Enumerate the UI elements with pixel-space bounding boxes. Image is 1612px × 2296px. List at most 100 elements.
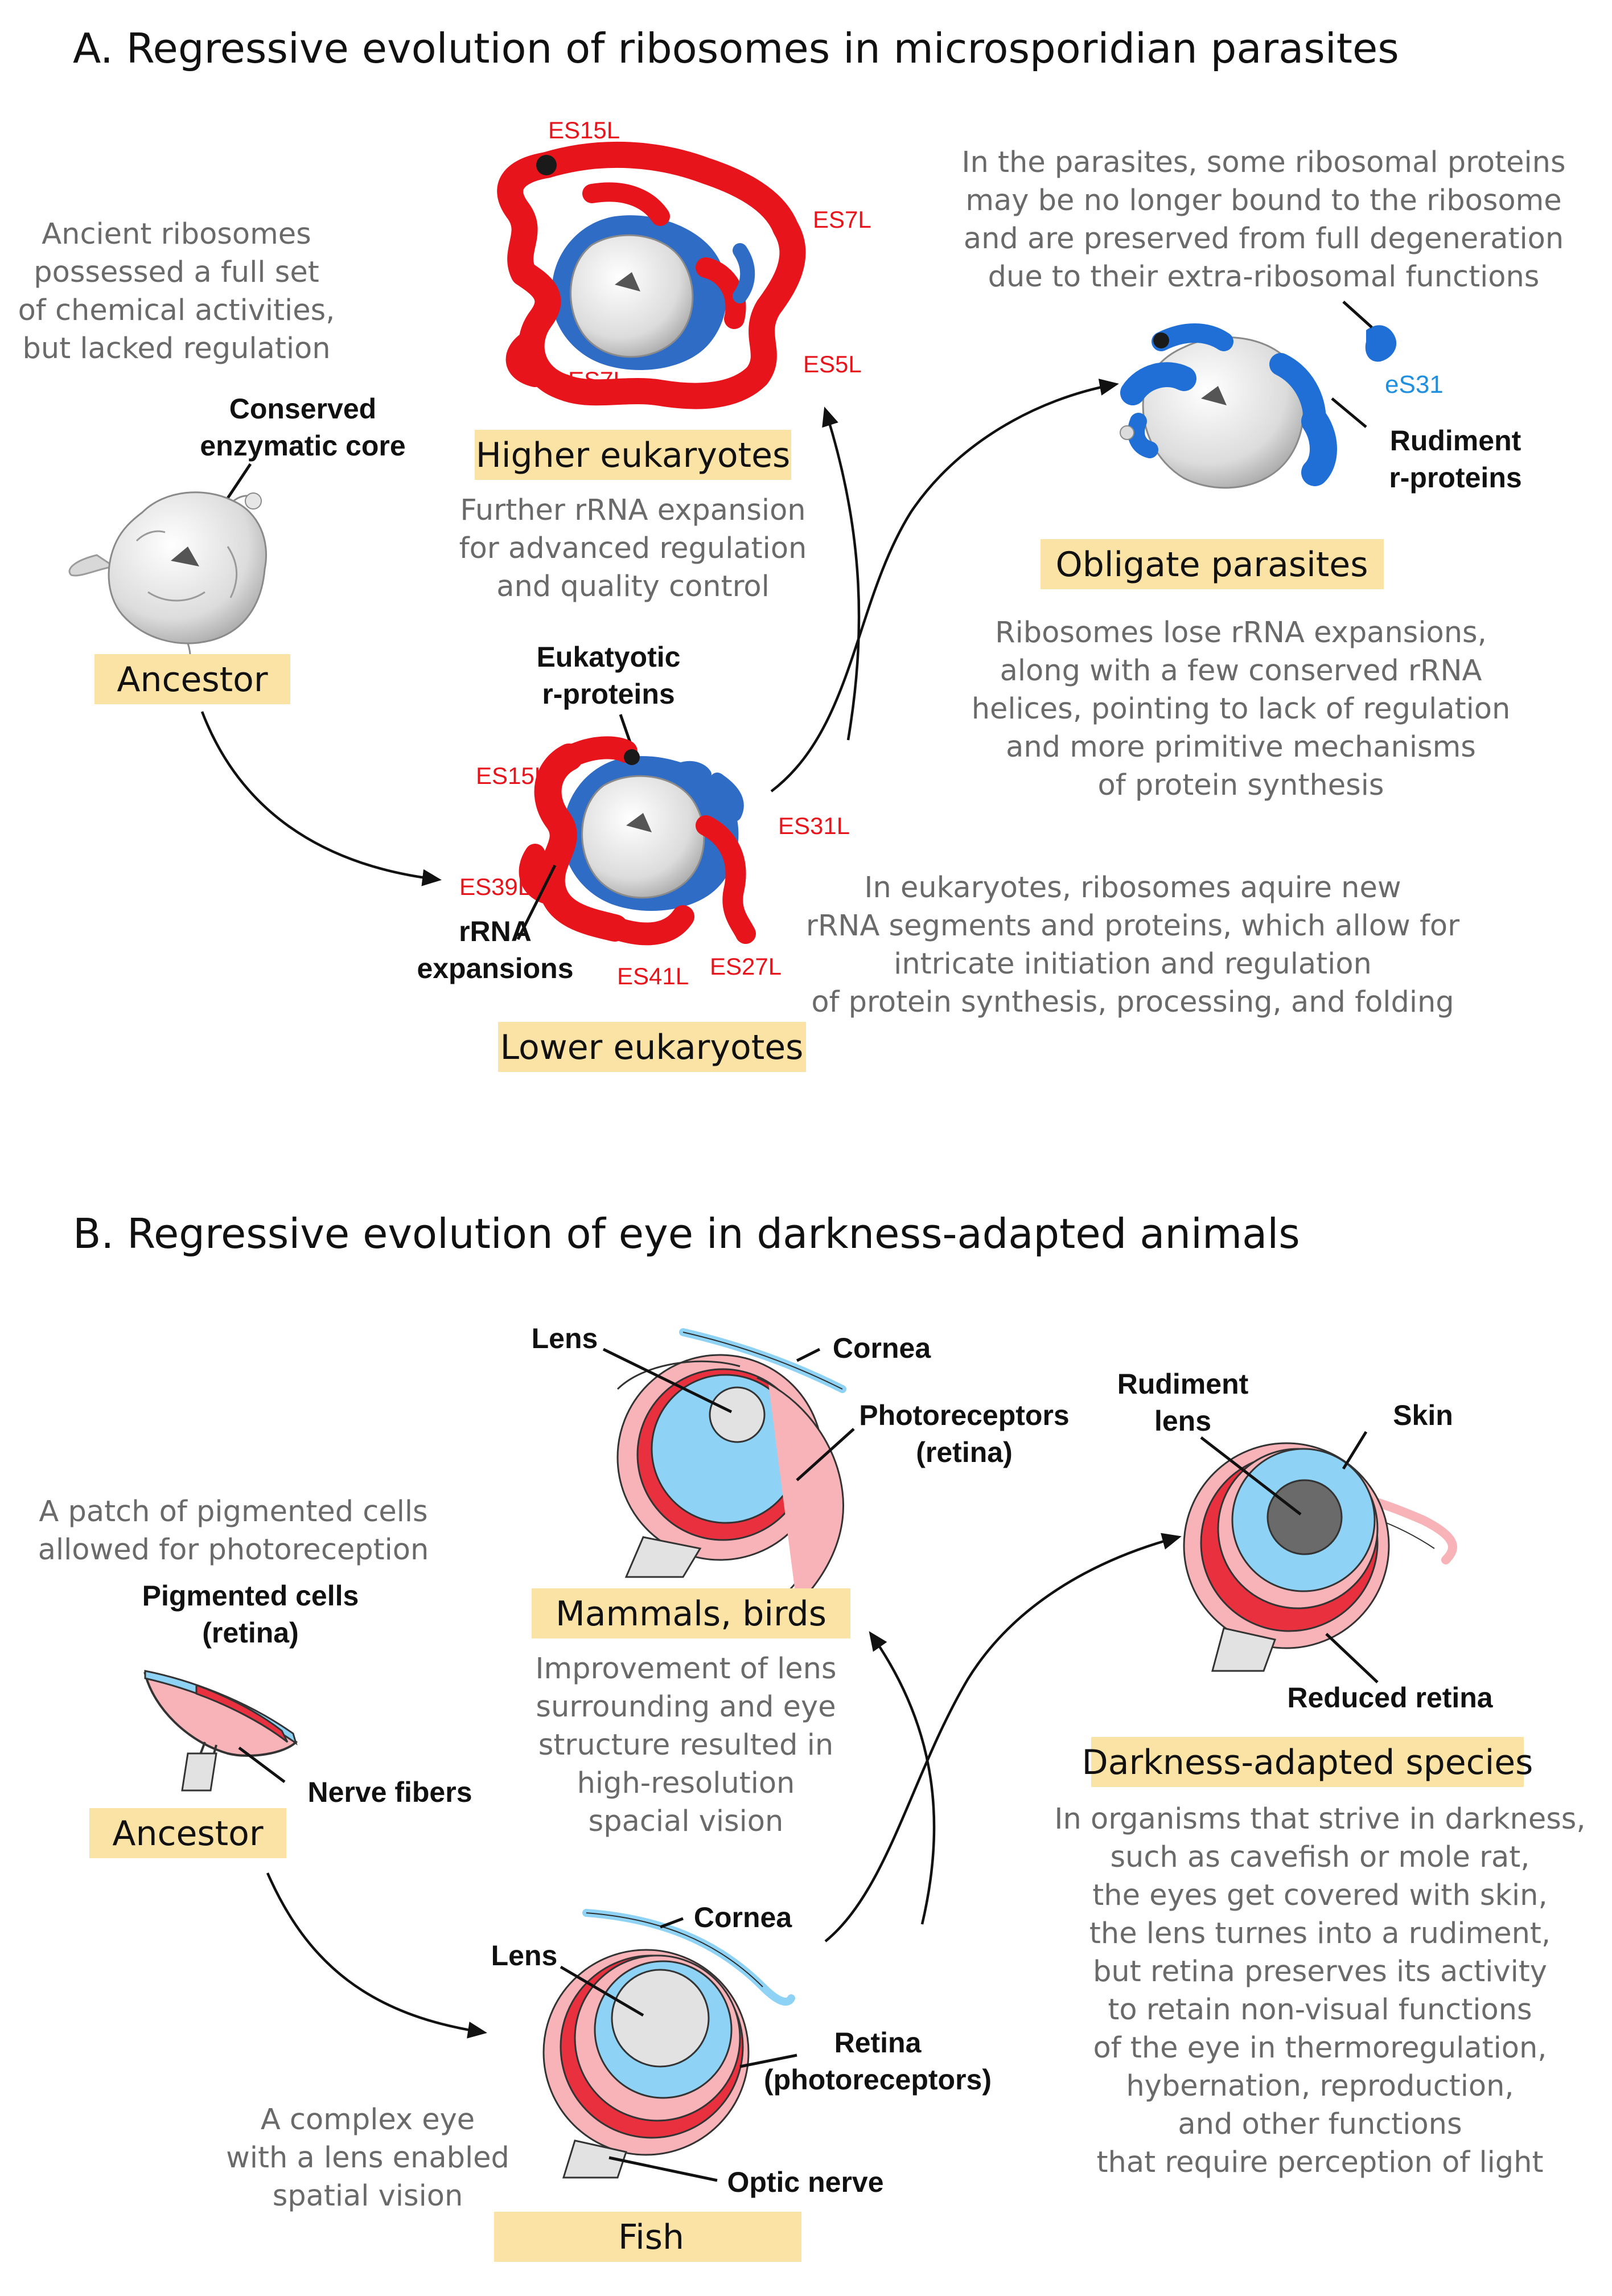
- higher-eukaryotes-label-box: [475, 430, 791, 480]
- svg-text:Further rRNA expansion: Further rRNA expansion: [460, 494, 805, 527]
- arrow-lower-to-parasites: [770, 379, 1119, 792]
- obligate-parasites-description: Ribosomes lose rRNA expansions, along wi…: [972, 616, 1511, 802]
- ancestor-ribosome-core: [68, 491, 268, 676]
- skin-callout: Skin: [1342, 1399, 1453, 1470]
- darkness-adapted-label-box: [1091, 1737, 1524, 1787]
- higher-es7l-label: ES7L: [813, 206, 871, 233]
- eukaryotic-proteins-callout: Eukatyotic r-proteins: [537, 641, 681, 781]
- svg-text:expansions: expansions: [417, 952, 573, 984]
- svg-text:rRNA segments and proteins, wh: rRNA segments and proteins, which allow …: [806, 909, 1459, 943]
- lower-es27l-label: ES27L: [710, 953, 782, 980]
- svg-text:but lacked regulation: but lacked regulation: [22, 332, 330, 365]
- svg-text:the eyes get covered with skin: the eyes get covered with skin,: [1092, 1879, 1547, 1912]
- svg-text:Lens: Lens: [532, 1322, 598, 1354]
- svg-text:and are preserved from full de: and are preserved from full degeneration: [964, 222, 1564, 256]
- nerve-fibers-callout: Nerve fibers: [238, 1747, 472, 1808]
- svg-text:(retina): (retina): [202, 1617, 298, 1649]
- higher-es5l-label: ES5L: [803, 351, 862, 377]
- svg-text:intricate initiation and regul: intricate initiation and regulation: [894, 947, 1372, 981]
- svg-text:enzymatic core: enzymatic core: [200, 430, 405, 462]
- svg-text:Eukatyotic: Eukatyotic: [537, 641, 681, 673]
- svg-text:Pigmented cells: Pigmented cells: [142, 1580, 359, 1612]
- svg-text:Lens: Lens: [491, 1940, 558, 1971]
- svg-text:r-proteins: r-proteins: [1389, 462, 1521, 494]
- svg-text:A complex eye: A complex eye: [261, 2103, 475, 2137]
- es31-label: eS31: [1385, 371, 1444, 399]
- arrow-fish-to-darkness: [824, 1533, 1182, 1942]
- svg-text:and more primitive mechanisms: and more primitive mechanisms: [1006, 730, 1476, 764]
- svg-text:of protein synthesis, processi: of protein synthesis, processing, and fo…: [811, 985, 1454, 1019]
- svg-text:In the parasites, some ribosom: In the parasites, some ribosomal protein…: [961, 146, 1565, 179]
- lower-es15l-label: ES15L: [476, 762, 548, 789]
- lower-eukaryotes-label: Lower eukaryotes: [500, 1028, 804, 1067]
- svg-text:of the eye in thermoregulation: of the eye in thermoregulation,: [1093, 2031, 1547, 2065]
- darkness-adapted-description: In organisms that strive in darkness, su…: [1054, 1802, 1585, 2179]
- ancestor-description: Ancient ribosomes possessed a full set o…: [18, 217, 335, 365]
- darkness-adapted-eye: [1183, 1442, 1457, 1672]
- svg-text:Ancient ribosomes: Ancient ribosomes: [42, 217, 311, 251]
- svg-text:Cornea: Cornea: [694, 1901, 792, 1933]
- svg-text:Photoreceptors: Photoreceptors: [859, 1399, 1070, 1431]
- lower-eukaryotes-description: In eukaryotes, ribosomes aquire new rRNA…: [806, 871, 1459, 1019]
- svg-text:but retina preserves its activ: but retina preserves its activity: [1093, 1955, 1547, 1989]
- svg-text:and other functions: and other functions: [1178, 2108, 1462, 2141]
- mammal-cornea-callout: Cornea: [796, 1332, 931, 1364]
- svg-text:In organisms that strive in da: In organisms that strive in darkness,: [1054, 1802, 1585, 1836]
- svg-text:surrounding and eye: surrounding and eye: [536, 1690, 836, 1724]
- svg-text:hybernation, reproduction,: hybernation, reproduction,: [1126, 2069, 1514, 2103]
- ancestor-a-label-box: [94, 654, 290, 704]
- rudiment-proteins-callout: Rudiment r-proteins: [1331, 397, 1522, 494]
- svg-text:and quality control: and quality control: [496, 570, 770, 603]
- svg-text:of protein synthesis: of protein synthesis: [1098, 769, 1384, 802]
- conserved-core-callout: Conserved enzymatic core: [200, 393, 406, 525]
- svg-text:Improvement of lens: Improvement of lens: [535, 1652, 836, 1686]
- svg-text:Skin: Skin: [1393, 1399, 1453, 1431]
- svg-text:high-resolution: high-resolution: [577, 1767, 795, 1800]
- svg-text:the lens turnes into a rudimen: the lens turnes into a rudiment,: [1089, 1917, 1551, 1950]
- higher-es15l-label: ES15L: [548, 117, 620, 143]
- svg-text:possessed a full set: possessed a full set: [34, 256, 319, 289]
- obligate-parasites-label-box: [1041, 539, 1384, 589]
- fish-eye: [542, 1909, 795, 2179]
- ancestor-b-label: Ancestor: [112, 1814, 263, 1854]
- mammals-birds-description: Improvement of lens surrounding and eye …: [535, 1652, 836, 1838]
- fish-label-box: [494, 2212, 801, 2262]
- arrow-lower-to-higher: [822, 406, 861, 741]
- fish-cornea-callout: Cornea: [660, 1901, 792, 1933]
- ancestor-a-label: Ancestor: [117, 660, 268, 700]
- svg-text:spatial vision: spatial vision: [273, 2179, 463, 2213]
- arrow-ancestor-to-lower: [200, 711, 442, 886]
- svg-text:rRNA: rRNA: [459, 915, 532, 947]
- mammal-eye: [616, 1328, 846, 1629]
- svg-text:Cornea: Cornea: [833, 1332, 931, 1364]
- svg-text:Rudiment: Rudiment: [1117, 1368, 1249, 1400]
- svg-text:to retain non-visual functions: to retain non-visual functions: [1108, 1993, 1532, 2027]
- fish-retina-callout: Retina (photoreceptors): [739, 2027, 992, 2096]
- svg-text:such as cavefish or mole rat,: such as cavefish or mole rat,: [1110, 1841, 1529, 1874]
- parasite-ribosome: [1120, 323, 1337, 489]
- fish-label: Fish: [618, 2217, 684, 2257]
- rudiment-lens-callout: Rudiment lens: [1117, 1368, 1302, 1515]
- es31-protein: [1342, 301, 1397, 362]
- higher-eukaryotes-description: Further rRNA expansion for advanced regu…: [459, 494, 807, 603]
- panel-a-title: A. Regressive evolution of ribosomes in …: [73, 24, 1399, 72]
- lower-eukaryotes-label-box: [498, 1022, 806, 1072]
- mammal-photoreceptors-callout: Photoreceptors (retina): [796, 1399, 1070, 1481]
- arrow-ancestor-to-fish: [266, 1872, 487, 2039]
- svg-text:Ribosomes lose rRNA expansions: Ribosomes lose rRNA expansions,: [995, 616, 1487, 650]
- svg-text:structure resulted in: structure resulted in: [538, 1728, 833, 1762]
- svg-text:(photoreceptors): (photoreceptors): [764, 2064, 992, 2096]
- obligate-parasites-label: Obligate parasites: [1056, 545, 1368, 585]
- svg-text:for advanced regulation: for advanced regulation: [459, 532, 807, 565]
- svg-text:with a lens enabled: with a lens enabled: [226, 2141, 509, 2175]
- svg-text:Rudiment: Rudiment: [1390, 425, 1521, 457]
- higher-eukaryote-ribosome: [497, 141, 806, 409]
- optic-nerve-callout: Optic nerve: [608, 2156, 884, 2198]
- panel-b-title: B. Regressive evolution of eye in darkne…: [73, 1210, 1300, 1258]
- svg-text:r-proteins: r-proteins: [542, 678, 675, 710]
- svg-text:Retina: Retina: [834, 2027, 922, 2059]
- svg-text:Conserved: Conserved: [229, 393, 376, 425]
- svg-text:Nerve fibers: Nerve fibers: [307, 1776, 472, 1808]
